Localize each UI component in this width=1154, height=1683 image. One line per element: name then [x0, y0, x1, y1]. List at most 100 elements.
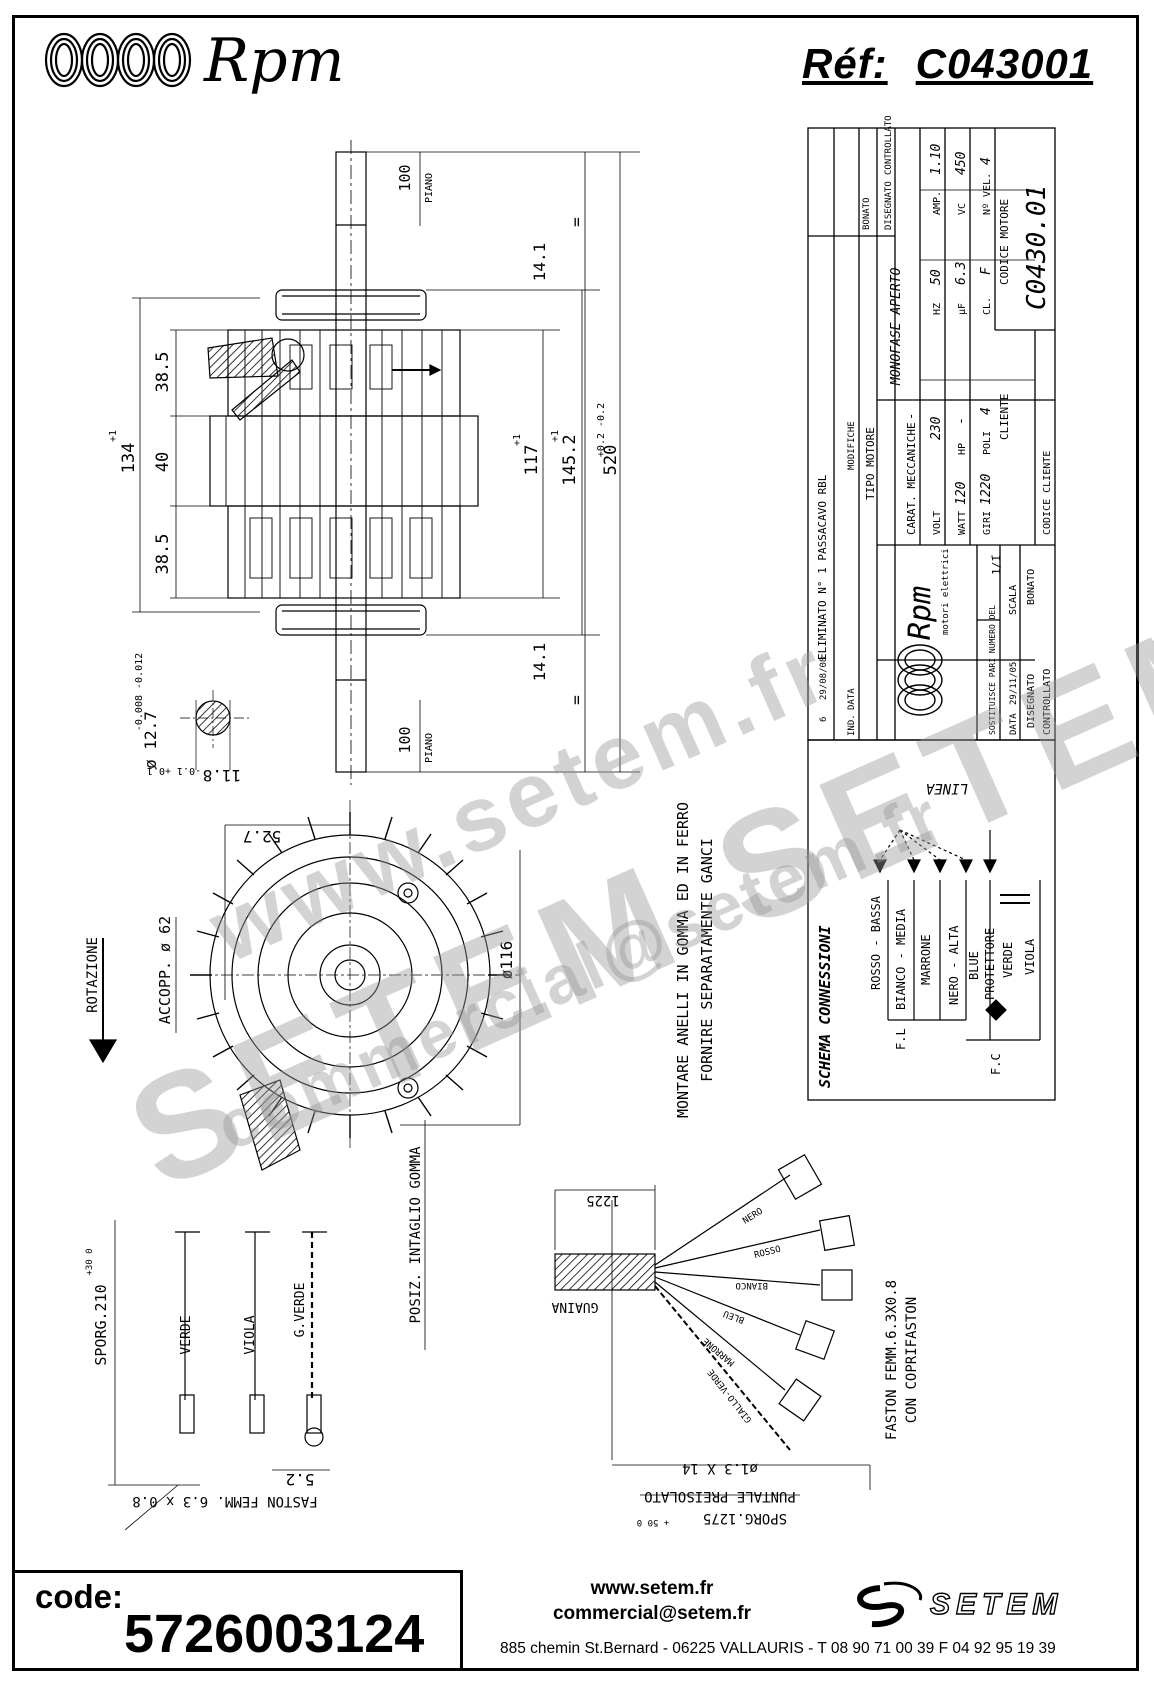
tb-data-value: 29/11/05 [1009, 662, 1019, 705]
tb-vc: 450 [954, 151, 969, 175]
rpm-coil-logo [44, 32, 192, 88]
tb-tipo-value: MONOFASE APERTO [889, 267, 904, 386]
ground-leads-detail [108, 1220, 330, 1531]
lead-d5-2: 5.2 [286, 1470, 315, 1489]
dim-equal-top: = [567, 217, 586, 227]
tb-disegnato-row: DISEGNATO [1026, 674, 1037, 728]
lead-sporg-tol: +30 0 [85, 1248, 95, 1275]
tb-giri-label: GIRI [982, 511, 993, 535]
tb-poli-label: POLI [982, 431, 993, 455]
cable-color-giallo-verde: GIALLO-VERDE [706, 1367, 754, 1424]
tb-data-label: DATA [1009, 713, 1019, 735]
cable-color-nero: NERO [741, 1207, 765, 1227]
cable-color-bianco: BIANCO [735, 1280, 768, 1290]
cable-sporg-tol: + 50 0 [637, 1517, 670, 1527]
schema-fl: F.L [894, 1028, 908, 1050]
lead-viola: VIOLA [243, 1315, 258, 1354]
contact-email[interactable]: commercial@setem.fr [552, 1603, 752, 1624]
tb-codice-motore: C0430.01 [1022, 185, 1052, 310]
tb-poli: 4 [979, 407, 994, 415]
tol-145: +1 [550, 430, 561, 442]
tb-disegnato: DISEGNATO [884, 181, 894, 230]
lead-faston: FASTON FEMM. 6.3 x 0.8 [132, 1493, 317, 1509]
dim-145: 145.2 [560, 434, 580, 485]
tb-amp: 1.10 [929, 144, 944, 175]
tb-scala: 1/1 [990, 555, 1003, 575]
tb-codice-cliente: CODICE CLIENTE [1042, 451, 1053, 535]
schema-wire-bianco: BIANCO - MEDIA [894, 908, 908, 1010]
shaft-section [180, 690, 250, 770]
schema-wire-rosso: ROSSO - BASSA [869, 895, 883, 990]
dim-14-1-bottom: 14.1 [530, 643, 549, 682]
dim-equal-bottom: = [567, 695, 586, 705]
tb-data: DATA [847, 688, 857, 710]
dim-accopp: ACCOPP. ø 62 [156, 916, 174, 1024]
dim-116: ø116 [497, 941, 516, 980]
dim-100-top: 100 [396, 164, 414, 191]
lead-verde: VERDE [179, 1315, 194, 1354]
cable-guaina: GUAINA [551, 1299, 598, 1314]
dim-52-7: 52.7 [243, 827, 282, 846]
note-hooks: FORNIRE SEPARATAMENTE GANCI [698, 838, 716, 1082]
title-block [807, 127, 1056, 741]
tb-watt-label: WATT [957, 511, 968, 535]
schema-wire-protettore: PROTETTORE [983, 928, 997, 1000]
tb-codice-motore-label: CODICE MOTORE [998, 199, 1011, 285]
cable-1225: 1225 [586, 1192, 620, 1208]
lead-gverde: G.VERDE [293, 1283, 308, 1338]
dim-520: 520 [601, 445, 621, 476]
tol-134: +1 [108, 430, 119, 442]
tb-carat-value: - [904, 413, 918, 420]
dim-14-1-top: 14.1 [530, 243, 549, 282]
drawing-frame [12, 15, 1139, 1671]
reference-label: Réf: [802, 40, 888, 87]
tb-carat-label: CARAT. MECCANICHE [905, 422, 918, 535]
reference-value: C043001 [915, 40, 1094, 87]
contact-website[interactable]: www.setem.fr [590, 1578, 714, 1599]
rotation-arrow [88, 938, 118, 1064]
tb-bonato: BONATO [862, 197, 872, 230]
tb-watt: 120 [954, 481, 969, 505]
connection-schema [807, 739, 1056, 1101]
lead-sporg: SPORG.210 [92, 1284, 110, 1365]
rotation-label: ROTAZIONE [85, 937, 101, 1013]
tb-scala-label: SCALA [1008, 585, 1019, 615]
cable-color-bleu: BLEU [722, 1308, 746, 1325]
dim-flat: 11.8 [203, 766, 242, 785]
cable-coprifaston: CON COPRIFASTON [904, 1297, 920, 1423]
tb-rev-num: 6 [819, 717, 829, 722]
tb-uf: 6.3 [954, 262, 969, 285]
schema-wire-blue: BLUE [967, 951, 981, 980]
tb-hz: 50 [929, 269, 944, 285]
reference-heading: Réf: C043001 [802, 40, 1093, 88]
dim-piano-top: PIANO [424, 173, 435, 203]
tb-rev-text: ELIMINATO N° 1 PASSACAVO RBL [816, 474, 829, 660]
tb-controllato-row: CONTROLLATO [1042, 669, 1053, 735]
cable-puntale: PUNTALE PREISOLATO [644, 1488, 796, 1504]
tb-sostituisce-value: - [985, 553, 998, 560]
dim-134: 134 [119, 443, 139, 474]
cable-d14: ø1.3 X 14 [682, 1460, 758, 1476]
code-value: 5726003124 [124, 1604, 425, 1664]
tol-117: +1 [512, 434, 523, 446]
schema-fc: F.C [989, 1053, 1003, 1075]
schema-wire-marrone: MARRONE [919, 934, 933, 985]
motor-front-view [175, 800, 521, 1350]
dim-40: 40 [153, 452, 173, 472]
tb-controllato: CONTROLLATO [884, 115, 894, 175]
dim-38-5-bottom: 38.5 [153, 534, 173, 575]
tb-uf-label: µF [957, 303, 968, 315]
dim-shaft-dia: ø 12.7 [141, 711, 160, 769]
tb-modifiche: MODIFICHE [847, 421, 857, 470]
schema-title: SCHEMA CONNESSIONI [816, 925, 834, 1088]
setem-logo: SETEM [857, 1581, 1058, 1628]
tol-shaft-dia: -0.008 -0.012 [134, 653, 145, 731]
tb-giri: 1220 [979, 474, 994, 505]
cable-sporg: SPORG.1275 [703, 1510, 787, 1526]
motor-side-view [207, 140, 479, 785]
tb-rev-date: 29/08/08 [819, 657, 829, 700]
tb-nvel-label: Nº VEL. [982, 173, 993, 215]
code-box [12, 1570, 463, 1671]
cable-color-rosso: ROSSO [753, 1245, 782, 1261]
